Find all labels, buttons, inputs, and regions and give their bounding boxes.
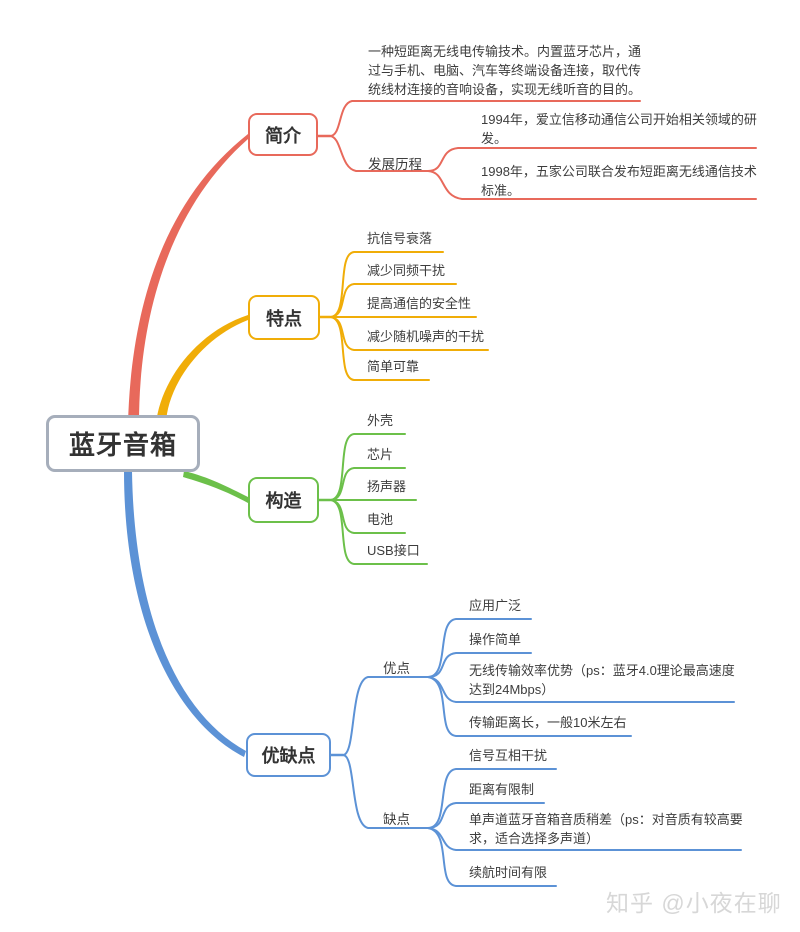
proscons-branch-line xyxy=(124,471,246,757)
structure-branch-line xyxy=(183,471,248,503)
structure-item: 扬声器 xyxy=(367,479,407,494)
intro-description: 一种短距离无线电传输技术。内置蓝牙芯片，通过与手机、电脑、汽车等终端设备连接，取… xyxy=(368,44,642,97)
structure-subwires xyxy=(317,433,428,565)
history-item: 1998年，五家公司联合发布短距离无线通信技术标准。 xyxy=(481,164,757,198)
pros-item: 传输距离长，一般10米左右 xyxy=(469,715,627,730)
cons-item: 单声道蓝牙音箱音质稍差（ps：对音质有较高要求，适合选择多声道） xyxy=(469,812,743,846)
cons-label: 缺点 xyxy=(383,812,410,827)
intro-label: 简介 xyxy=(265,125,301,146)
pros-item: 应用广泛 xyxy=(469,598,522,613)
cons-item: 信号互相干扰 xyxy=(469,748,548,763)
feature-item: 提高通信的安全性 xyxy=(367,296,472,311)
cons-item: 距离有限制 xyxy=(469,782,535,797)
feature-item: 抗信号衰落 xyxy=(367,231,433,246)
proscons-node[interactable]: 优缺点 xyxy=(246,733,331,777)
structure-item: 外壳 xyxy=(367,413,394,428)
features-subwires xyxy=(318,251,489,381)
pros-item: 无线传输效率优势（ps：蓝牙4.0理论最高速度达到24Mbps） xyxy=(469,663,735,697)
feature-item: 简单可靠 xyxy=(367,359,420,374)
root-node[interactable]: 蓝牙音箱 xyxy=(46,415,200,472)
history-item: 1994年，爱立信移动通信公司开始相关领域的研发。 xyxy=(481,112,757,146)
proscons-label: 优缺点 xyxy=(261,746,316,766)
feature-item: 减少随机噪声的干扰 xyxy=(367,329,485,344)
features-label: 特点 xyxy=(266,308,302,329)
structure-item: USB接口 xyxy=(367,543,420,558)
structure-item: 芯片 xyxy=(367,447,394,462)
pros-item: 操作简单 xyxy=(469,632,522,647)
watermark: 知乎 @小夜在聊 xyxy=(606,890,782,916)
main-branch-lines xyxy=(124,134,248,757)
intro-node[interactable]: 简介 xyxy=(248,113,318,156)
intro-subwires xyxy=(316,100,757,200)
feature-item: 减少同频干扰 xyxy=(367,263,446,278)
structure-label: 构造 xyxy=(265,491,302,511)
root-label: 蓝牙音箱 xyxy=(68,430,177,460)
features-branch-line xyxy=(156,315,248,424)
pros-label: 优点 xyxy=(383,661,410,676)
history-label: 发展历程 xyxy=(368,157,422,172)
cons-item: 续航时间有限 xyxy=(469,865,548,880)
proscons-subwires xyxy=(329,618,742,887)
structure-node[interactable]: 构造 xyxy=(248,477,319,523)
structure-item: 电池 xyxy=(367,512,394,527)
intro-branch-line xyxy=(128,134,248,424)
features-node[interactable]: 特点 xyxy=(248,295,320,340)
